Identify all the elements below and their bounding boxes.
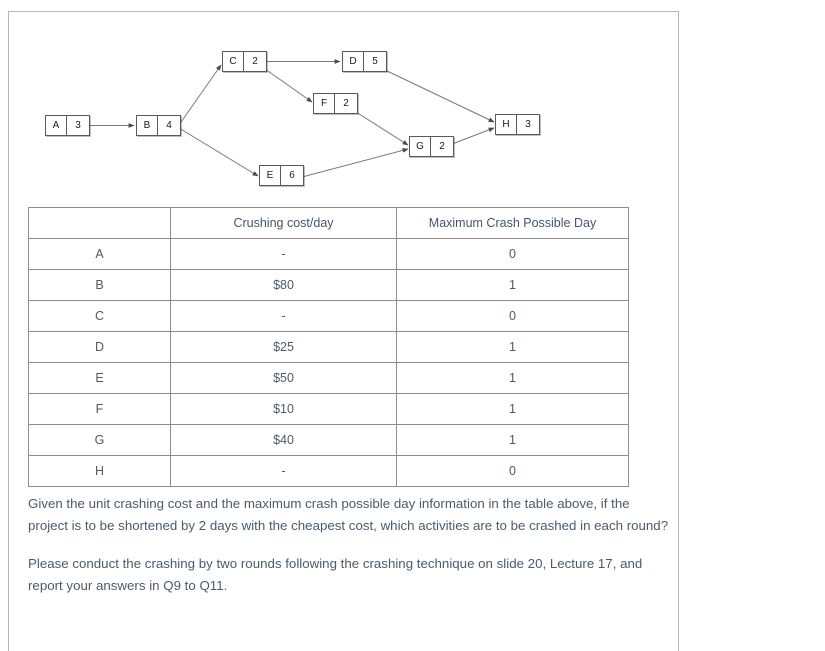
cell-max-days: 1 (396, 424, 629, 456)
cell-cost: $40 (170, 424, 397, 456)
diagram-edges (88, 59, 495, 178)
cell-cost: - (170, 455, 397, 487)
table-row: E $50 1 (28, 362, 629, 394)
node-f-label: F (314, 94, 335, 113)
table-header: Crushing cost/day Maximum Crash Possible… (28, 207, 629, 239)
table-row: G $40 1 (28, 424, 629, 456)
cell-cost: $80 (170, 269, 397, 301)
edge-f-g (355, 111, 409, 146)
cell-activity: E (28, 362, 171, 394)
cell-max-days: 1 (396, 331, 629, 363)
node-f: F 2 (313, 93, 358, 114)
cell-cost: $25 (170, 331, 397, 363)
table-row: B $80 1 (28, 269, 629, 301)
cell-cost: $50 (170, 362, 397, 394)
cell-activity: D (28, 331, 171, 363)
table-row: D $25 1 (28, 331, 629, 363)
cell-activity: H (28, 455, 171, 487)
page-root: A 3 B 4 C 2 D 5 F 2 E 6 (8, 11, 679, 651)
question-paragraph-1: Given the unit crashing cost and the max… (28, 496, 669, 533)
node-h-duration: 3 (525, 118, 531, 130)
header-max-crash-days: Maximum Crash Possible Day (396, 207, 629, 239)
cell-max-days: 1 (396, 362, 629, 394)
cell-cost: - (170, 238, 397, 270)
edge-b-e (178, 127, 259, 177)
cell-max-days: 0 (396, 238, 629, 270)
question-container: A 3 B 4 C 2 D 5 F 2 E 6 (8, 11, 679, 651)
edge-b-c (178, 64, 222, 126)
cell-max-days: 0 (396, 300, 629, 332)
node-d: D 5 (342, 51, 387, 72)
node-h: H 3 (495, 114, 540, 135)
cell-activity: F (28, 393, 171, 425)
node-a-label: A (46, 116, 67, 135)
node-a: A 3 (45, 115, 90, 136)
node-e-label: E (260, 166, 281, 185)
cell-max-days: 1 (396, 269, 629, 301)
node-b-duration: 4 (166, 119, 172, 131)
project-network-diagram: A 3 B 4 C 2 D 5 F 2 E 6 (9, 12, 680, 207)
cell-cost: - (170, 300, 397, 332)
node-g: G 2 (409, 136, 454, 157)
node-c-label: C (223, 52, 244, 71)
table-row: C - 0 (28, 300, 629, 332)
cell-activity: A (28, 238, 171, 270)
edge-c-f (264, 68, 313, 103)
cell-activity: G (28, 424, 171, 456)
node-e: E 6 (259, 165, 304, 186)
edge-e-g (301, 148, 409, 178)
edge-g-h (451, 127, 495, 145)
question-prose: Given the unit crashing cost and the max… (28, 493, 673, 613)
node-g-label: G (410, 137, 431, 156)
edge-d-h (384, 69, 495, 123)
header-crushing-cost: Crushing cost/day (170, 207, 397, 239)
header-activity (28, 207, 171, 239)
node-d-label: D (343, 52, 364, 71)
cell-activity: B (28, 269, 171, 301)
table-row: A - 0 (28, 238, 629, 270)
node-d-duration: 5 (372, 55, 378, 67)
cell-activity: C (28, 300, 171, 332)
question-paragraph-2: Please conduct the crashing by two round… (28, 556, 643, 593)
table-header-row: Crushing cost/day Maximum Crash Possible… (28, 207, 629, 239)
table-row: H - 0 (28, 455, 629, 487)
table-body: A - 0 B $80 1 C - 0 D $25 1 (28, 238, 629, 487)
node-c: C 2 (222, 51, 267, 72)
node-h-label: H (496, 115, 517, 134)
table-row: F $10 1 (28, 393, 629, 425)
cell-max-days: 1 (396, 393, 629, 425)
cell-cost: $10 (170, 393, 397, 425)
cell-max-days: 0 (396, 455, 629, 487)
node-a-duration: 3 (75, 119, 81, 131)
crash-cost-table: Crushing cost/day Maximum Crash Possible… (28, 207, 629, 487)
node-g-duration: 2 (439, 140, 445, 152)
node-e-duration: 6 (289, 169, 295, 181)
node-b-label: B (137, 116, 158, 135)
node-c-duration: 2 (252, 55, 258, 67)
node-f-duration: 2 (343, 97, 349, 109)
node-b: B 4 (136, 115, 181, 136)
